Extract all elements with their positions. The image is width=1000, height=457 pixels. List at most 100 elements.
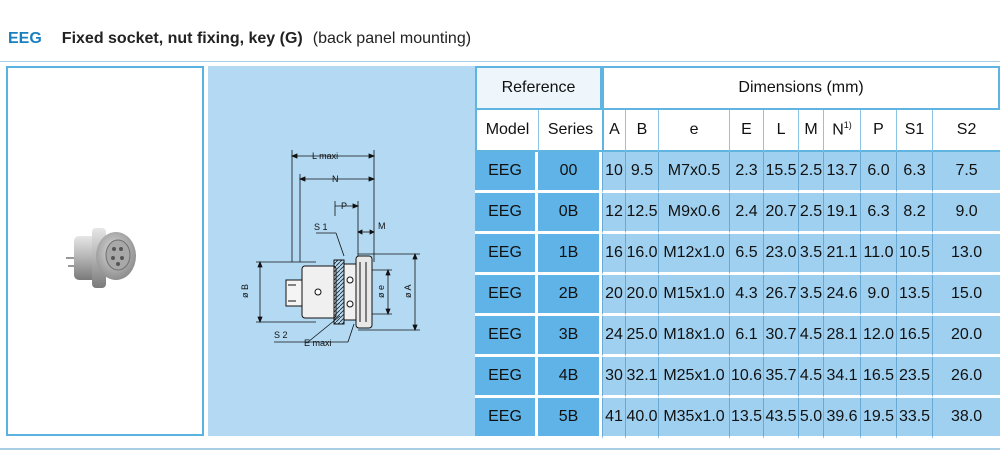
cell-e: M7x0.5 — [658, 152, 730, 193]
cell-s1: 10.5 — [896, 234, 933, 275]
cell-s2: 9.0 — [932, 193, 1000, 234]
cell-model: EEG — [475, 316, 538, 357]
col-header-l: L — [763, 110, 799, 152]
cell-s1: 8.2 — [896, 193, 933, 234]
cell-s2: 38.0 — [932, 398, 1000, 439]
cell-model: EEG — [475, 193, 538, 234]
cell-b: 32.1 — [625, 357, 659, 398]
col-header-m: M — [798, 110, 824, 152]
cell-l: 43.5 — [763, 398, 799, 439]
cell-s1: 13.5 — [896, 275, 933, 316]
cell-model: EEG — [475, 234, 538, 275]
cell-b: 25.0 — [625, 316, 659, 357]
cell-s2: 13.0 — [932, 234, 1000, 275]
top-divider — [0, 61, 1000, 62]
product-subtitle: (back panel mounting) — [312, 30, 472, 47]
cell-series: 4B — [538, 357, 603, 398]
cell-a: 12 — [602, 193, 626, 234]
cell-s2: 15.0 — [932, 275, 1000, 316]
cell-b: 20.0 — [625, 275, 659, 316]
label-s1: S 1 — [314, 222, 328, 232]
label-b: ø B — [240, 284, 250, 298]
cell-series: 00 — [538, 152, 603, 193]
cell-m: 3.5 — [798, 234, 824, 275]
cell-e: 13.5 — [729, 398, 764, 439]
cell-p: 6.0 — [860, 152, 897, 193]
cell-n: 39.6 — [823, 398, 861, 439]
label-a: ø A — [403, 284, 413, 298]
cell-e: 2.3 — [729, 152, 764, 193]
label-m: M — [378, 221, 386, 231]
cell-p: 19.5 — [860, 398, 897, 439]
cell-m: 3.5 — [798, 275, 824, 316]
cell-p: 11.0 — [860, 234, 897, 275]
technical-drawing-panel: L maxi N P S 1 M ø B ø e ø A S 2 E maxi — [208, 66, 475, 436]
cell-m: 2.5 — [798, 193, 824, 234]
label-l-maxi: L maxi — [312, 151, 338, 161]
n-footnote-marker: 1) — [843, 120, 852, 131]
cell-m: 2.5 — [798, 152, 824, 193]
col-header-e-thread: e — [658, 110, 730, 152]
cell-s1: 16.5 — [896, 316, 933, 357]
label-e: ø e — [376, 285, 386, 298]
cell-s2: 20.0 — [932, 316, 1000, 357]
cell-model: EEG — [475, 357, 538, 398]
cell-e: 2.4 — [729, 193, 764, 234]
col-header-s1: S1 — [896, 110, 933, 152]
cell-b: 40.0 — [625, 398, 659, 439]
cell-p: 12.0 — [860, 316, 897, 357]
cell-e: 4.3 — [729, 275, 764, 316]
cell-e: M15x1.0 — [658, 275, 730, 316]
bottom-divider — [0, 448, 1000, 450]
cell-s1: 33.5 — [896, 398, 933, 439]
label-e-maxi: E maxi — [304, 338, 332, 348]
cell-n: 28.1 — [823, 316, 861, 357]
cell-n: 34.1 — [823, 357, 861, 398]
col-header-s2: S2 — [932, 110, 1000, 152]
cell-model: EEG — [475, 398, 538, 439]
cell-e: M25x1.0 — [658, 357, 730, 398]
col-header-model: Model — [475, 110, 538, 152]
cell-l: 30.7 — [763, 316, 799, 357]
cell-m: 4.5 — [798, 357, 824, 398]
cell-a: 10 — [602, 152, 626, 193]
cell-s1: 6.3 — [896, 152, 933, 193]
cell-s2: 7.5 — [932, 152, 1000, 193]
cell-b: 9.5 — [625, 152, 659, 193]
cell-s2: 26.0 — [932, 357, 1000, 398]
cell-m: 5.0 — [798, 398, 824, 439]
cell-model: EEG — [475, 152, 538, 193]
dimension-drawing: L maxi N P S 1 M ø B ø e ø A S 2 E maxi — [240, 150, 420, 348]
cell-a: 16 — [602, 234, 626, 275]
cell-series: 2B — [538, 275, 603, 316]
cell-model: EEG — [475, 275, 538, 316]
cell-p: 6.3 — [860, 193, 897, 234]
cell-s1: 23.5 — [896, 357, 933, 398]
col-header-p: P — [860, 110, 897, 152]
cell-n: 19.1 — [823, 193, 861, 234]
cell-e: M35x1.0 — [658, 398, 730, 439]
cell-l: 35.7 — [763, 357, 799, 398]
reference-group-header: Reference — [475, 66, 603, 110]
dimensions-table: Reference Dimensions (mm) Model Series A… — [475, 66, 1000, 439]
col-header-n: N1) — [823, 110, 861, 152]
col-header-b: B — [625, 110, 659, 152]
cell-b: 12.5 — [625, 193, 659, 234]
cell-p: 9.0 — [860, 275, 897, 316]
cell-series: 3B — [538, 316, 603, 357]
col-header-series: Series — [538, 110, 603, 152]
label-s2: S 2 — [274, 330, 288, 340]
cell-l: 23.0 — [763, 234, 799, 275]
cell-m: 4.5 — [798, 316, 824, 357]
cell-n: 13.7 — [823, 152, 861, 193]
dimensions-group-header: Dimensions (mm) — [602, 66, 1000, 110]
product-title: Fixed socket, nut fixing, key (G) — [61, 30, 303, 47]
cell-a: 24 — [602, 316, 626, 357]
cell-e: M12x1.0 — [658, 234, 730, 275]
